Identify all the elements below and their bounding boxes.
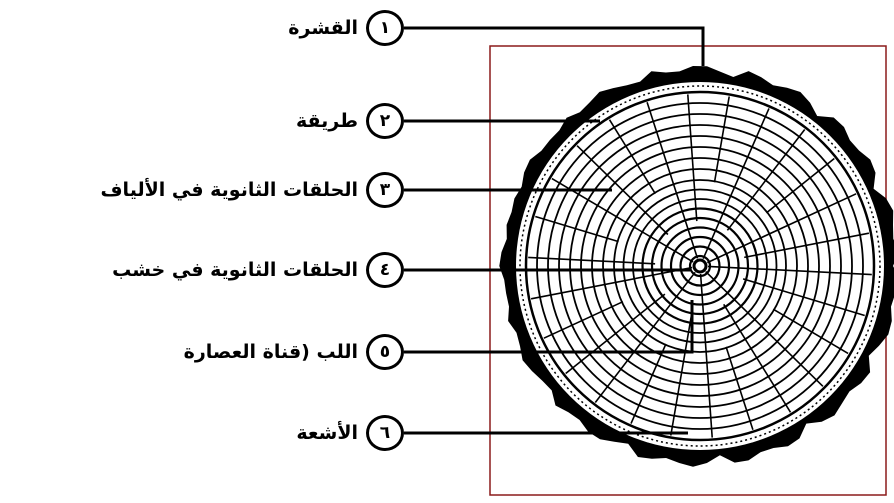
label-number-1: ١: [366, 10, 404, 46]
label-pith: اللب (قناة العصارة: [184, 336, 358, 368]
label-number-6: ٦: [366, 415, 404, 451]
label-bark: القشرة: [288, 12, 358, 44]
leader-line-1: [404, 28, 703, 66]
label-number-5: ٥: [366, 334, 404, 370]
label-secondary-rings-wood: الحلقات الثانوية في خشب: [112, 254, 358, 286]
label-rays: الأشعة: [296, 417, 358, 449]
label-number-4: ٤: [366, 252, 404, 288]
label-number-2: ٢: [366, 103, 404, 139]
trunk-cross-section: [499, 66, 894, 467]
label-number-3: ٣: [366, 172, 404, 208]
label-secondary-rings-fibers: الحلقات الثانوية في الألياف: [100, 174, 358, 206]
pith-center: [694, 260, 706, 272]
label-cambium: طريقة: [296, 105, 358, 137]
